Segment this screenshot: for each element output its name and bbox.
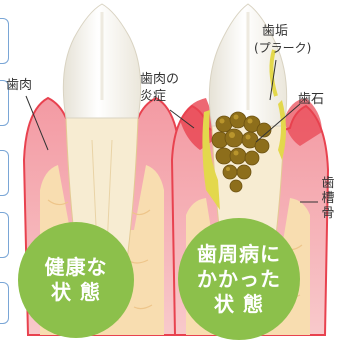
badge-healthy: 健康な 状 態 bbox=[18, 222, 134, 338]
label-inflammation-line1: 歯肉の bbox=[140, 72, 180, 87]
leader-lines bbox=[25, 59, 318, 203]
tartar-cluster bbox=[211, 111, 272, 193]
label-tartar: 歯石 bbox=[298, 92, 325, 107]
label-alveolar-bone: 歯槽骨 bbox=[321, 176, 335, 221]
badge-periodontal-line1: 歯周病に bbox=[197, 241, 281, 266]
side-tab-5 bbox=[0, 282, 9, 324]
label-inflammation-line2: 炎症 bbox=[140, 89, 167, 104]
badge-periodontal-line3: 状 態 bbox=[214, 291, 264, 316]
badge-healthy-line2: 状 態 bbox=[51, 280, 101, 304]
side-tab-4 bbox=[0, 212, 9, 258]
badge-healthy-line1: 健康な bbox=[44, 255, 108, 279]
badge-periodontal: 歯周病に かかった 状 態 bbox=[178, 218, 300, 340]
label-plaque-line2: (プラーク) bbox=[254, 41, 312, 55]
label-gum: 歯肉 bbox=[6, 78, 33, 93]
side-tab-3 bbox=[0, 150, 9, 196]
side-tab-1 bbox=[0, 18, 9, 64]
label-plaque-line1: 歯垢 bbox=[262, 24, 289, 39]
side-tab-2 bbox=[0, 80, 9, 126]
badge-periodontal-line2: かかった bbox=[197, 266, 281, 291]
